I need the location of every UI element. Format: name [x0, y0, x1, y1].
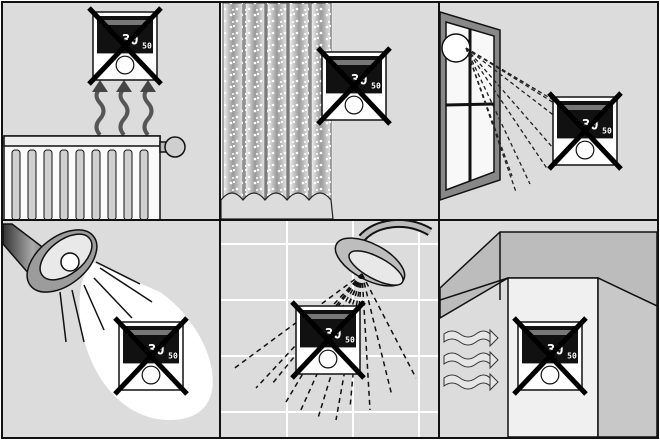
light-ray [93, 277, 133, 319]
water-jet [255, 273, 363, 389]
thermostat-button [115, 55, 135, 75]
cross-mark-icon [316, 46, 392, 126]
cross-mark-icon [113, 316, 189, 396]
cross-mark-icon [512, 316, 588, 396]
lcd-small-value: 50 [345, 336, 355, 345]
cross-mark-icon [547, 91, 623, 171]
thermostat-button [575, 140, 595, 160]
sun-icon [441, 33, 471, 63]
sun-ray [465, 47, 549, 171]
water-jet [271, 273, 363, 385]
draft-wave [443, 372, 499, 392]
lamp-icon [3, 223, 98, 293]
lamp-rays [59, 261, 153, 343]
light-ray [83, 284, 105, 331]
water-jet [361, 273, 393, 397]
lcd-small-value: 50 [567, 352, 577, 361]
shower-pipe [358, 221, 433, 242]
building-icon [440, 231, 657, 437]
cross-mark-icon [87, 6, 163, 86]
panel-window [440, 3, 657, 219]
draft-wave [443, 350, 499, 370]
lcd-small-value: 50 [142, 42, 152, 51]
water-jet [361, 273, 417, 379]
lcd-small-value: 50 [168, 352, 178, 361]
light-ray [95, 261, 141, 285]
cross-mark-icon [290, 300, 366, 380]
panel-spotlight [3, 221, 219, 437]
sun-ray [465, 47, 561, 105]
sun-ray [465, 47, 561, 157]
light-ray [59, 291, 67, 343]
heat-arrows [92, 80, 156, 92]
draft-wave [443, 328, 499, 348]
thermostat-button [540, 365, 560, 385]
heat-waves-icon [94, 87, 154, 137]
thermostat-group: 305030503050305030503050 [87, 6, 623, 396]
sun-ray [465, 47, 517, 193]
water-jet [361, 273, 371, 411]
light-ray [71, 289, 85, 343]
thermostat-button [344, 95, 364, 115]
panel-draft [440, 221, 657, 437]
thermostat-button [318, 349, 338, 369]
sun-ray [465, 47, 579, 119]
lcd-small-value: 50 [602, 127, 612, 136]
light-ray [99, 267, 153, 303]
lcd-small-value: 50 [371, 82, 381, 91]
sun-ray [465, 47, 513, 177]
air-draft-icon [443, 328, 499, 392]
radiator-icon [3, 135, 186, 219]
thermostat-button [141, 365, 161, 385]
curtain-icon [221, 3, 334, 219]
